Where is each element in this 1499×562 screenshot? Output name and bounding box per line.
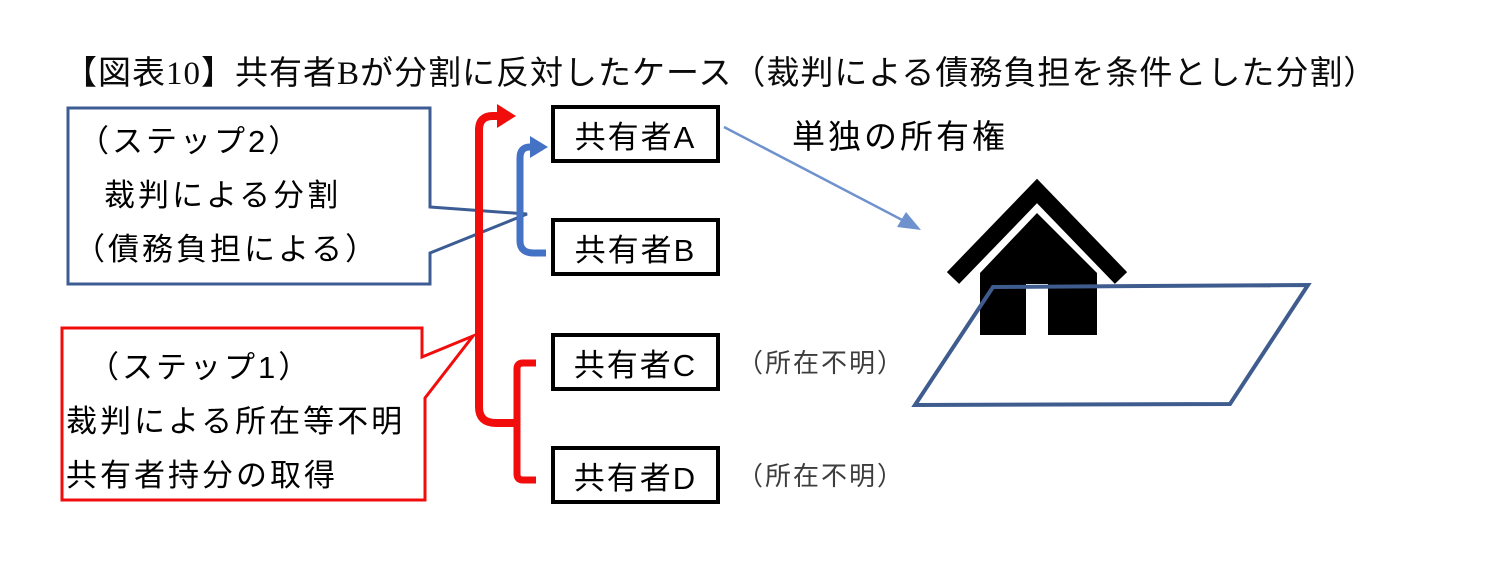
step1-callout-outline xyxy=(60,326,478,502)
owner-a-label: 共有者A xyxy=(574,119,697,155)
house-body xyxy=(980,213,1097,335)
step2-callout-outline xyxy=(66,106,528,286)
owner-b-label: 共有者B xyxy=(574,232,697,268)
blue-bracket-arrow-icon xyxy=(516,136,548,257)
red-arrow-shaft xyxy=(475,112,517,427)
blue-arrowhead xyxy=(530,136,548,158)
step1-line-1: （ステップ1） xyxy=(88,350,313,385)
owner-d-label: 共有者D xyxy=(573,460,698,496)
owner-c-note: （所在不明） xyxy=(737,348,906,378)
owner-d-note: （所在不明） xyxy=(737,461,906,491)
red-arrow-icon xyxy=(475,104,517,427)
step2-line-2: 裁判による分割 xyxy=(104,178,342,213)
red-arrowhead xyxy=(497,104,516,128)
owner-c-label: 共有者C xyxy=(573,347,698,383)
owner-b-box: 共有者B xyxy=(551,218,720,276)
land-parallelogram-icon xyxy=(911,282,1312,408)
sole-ownership-arrowhead xyxy=(897,212,921,230)
step2-line-1: （ステップ2） xyxy=(78,124,303,159)
house-roof xyxy=(946,178,1128,284)
owner-a-box: 共有者A xyxy=(551,105,720,163)
sole-ownership-arrow xyxy=(723,125,921,230)
step1-line-2: 裁判による所在等不明 xyxy=(66,404,406,439)
red-bracket-icon xyxy=(513,359,536,484)
figure-title: 【図表10】共有者Bが分割に反対したケース（裁判による債務負担を条件とした分割） xyxy=(64,56,1378,92)
step2-line-3: （債務負担による） xyxy=(74,232,380,267)
owner-c-box: 共有者C xyxy=(551,333,720,391)
house-icon xyxy=(946,178,1128,335)
blue-bracket-shaft xyxy=(516,143,546,257)
owner-d-box: 共有者D xyxy=(551,446,720,504)
sole-ownership-arrow-shaft xyxy=(723,125,907,224)
step1-line-3: 共有者持分の取得 xyxy=(66,458,338,493)
sole-ownership-label: 単独の所有権 xyxy=(792,118,1008,155)
